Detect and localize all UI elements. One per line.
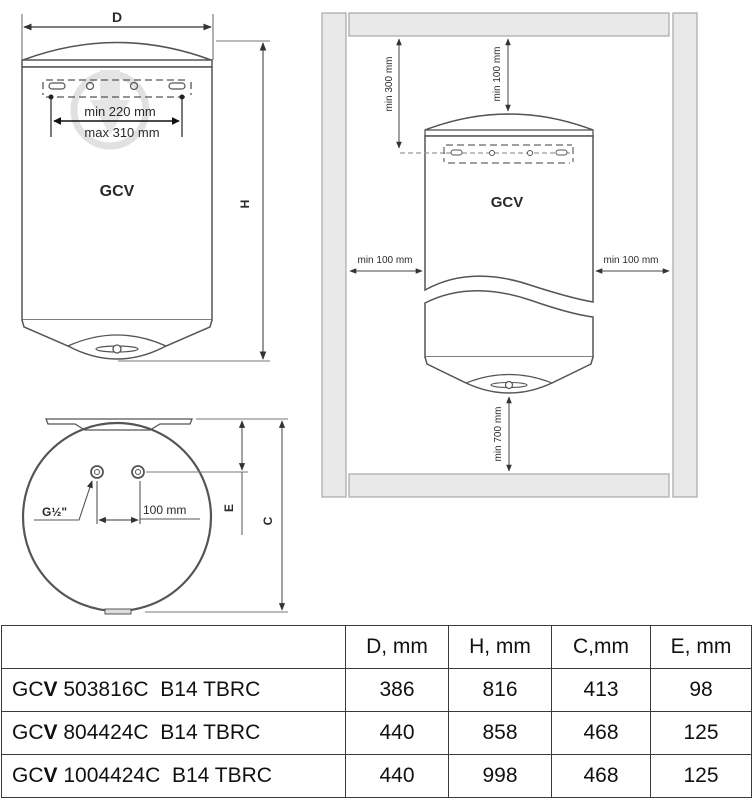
mounting-bracket [42,79,192,98]
pipe-thread-label: G½" [42,505,67,519]
c-label: C [261,516,275,525]
installation-brand-label: GCV [491,194,524,211]
table-row: GCV 804424C B14 TBRC 440 858 468 125 [1,711,752,755]
h-cell: 998 [448,754,552,798]
table-row: GCV 1004424C B14 TBRC 440 998 468 125 [1,754,752,798]
floor [348,473,670,498]
height-label: H [238,200,252,209]
bottom-view: G½" 100 mm E C [21,418,288,615]
h-cell: 858 [448,711,552,755]
d-cell: 440 [345,711,449,755]
c-cell: 468 [551,711,651,755]
model-cell: GCV 804424C B14 TBRC [1,711,346,755]
front-brand-label: GCV [100,183,135,200]
d-cell: 386 [345,668,449,712]
watermark-icon [70,70,150,150]
h-cell: 816 [448,668,552,712]
c-cell: 468 [551,754,651,798]
header-model [1,625,346,669]
model-cell: GCV 1004424C B14 TBRC [1,754,346,798]
header-h: H, mm [448,625,552,669]
e-cell: 125 [650,754,752,798]
pipe-spacing-label: 100 mm [143,503,186,517]
right-wall [672,12,698,498]
c-cell: 413 [551,668,651,712]
left-wall [321,12,347,498]
header-e: E, mm [650,625,752,669]
width-label: D [112,9,122,25]
clearance-bottom-label: min 700 mm [493,406,504,461]
ceiling [348,12,670,37]
tank-top-dome [22,41,212,61]
model-cell: GCV 503816C B14 TBRC [1,668,346,712]
table-row: GCV 503816C B14 TBRC 386 816 413 98 [1,668,752,712]
spec-table: D, mm H, mm C,mm E, mm GCV 503816C B14 T… [1,625,752,798]
bracket-max-label: max 310 mm [84,125,159,140]
clearance-top-label: min 100 mm [492,46,503,101]
thermostat-knob-icon [112,344,122,354]
d-cell: 440 [345,754,449,798]
e-cell: 98 [650,668,752,712]
clearance-top-bracket-label: min 300 mm [384,56,395,111]
table-header-row: D, mm H, mm C,mm E, mm [1,625,752,669]
e-label: E [222,504,236,512]
e-cell: 125 [650,711,752,755]
front-view: D min 220 mm max 310 mm GCV [21,9,270,362]
clearance-right-label: min 100 mm [603,255,658,266]
wall-plate [45,418,193,431]
clearance-left-label: min 100 mm [357,255,412,266]
technical-diagram: D min 220 mm max 310 mm GCV [21,9,698,615]
installation-tank-upper [424,135,594,303]
header-c: C,mm [551,625,651,669]
installation-view: min 300 mm min 100 mm GCV min 100 mm min… [321,12,698,498]
installation-tank-lower [424,289,594,358]
header-d: D, mm [345,625,449,669]
bracket-min-label: min 220 mm [84,104,156,119]
